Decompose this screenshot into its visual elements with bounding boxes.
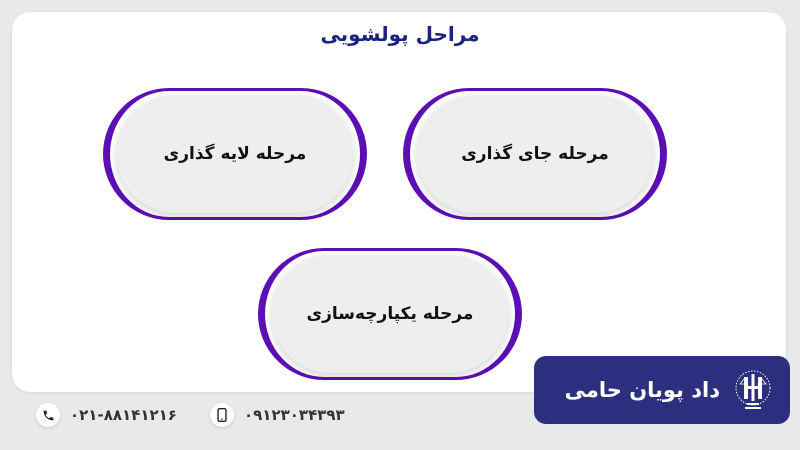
brand-name: داد پویان حامی	[564, 378, 720, 402]
phone-icon	[36, 403, 60, 427]
footer-mobile: ۰۹۱۲۳۰۳۴۳۹۳	[210, 402, 345, 428]
landline-number: ۰۲۱-۸۸۱۴۱۲۱۶	[70, 406, 177, 424]
mobile-number: ۰۹۱۲۳۰۳۴۳۹۳	[244, 406, 345, 424]
stage-integration: مرحله یکپارچه‌سازی	[258, 248, 522, 380]
scales-logo-icon	[734, 367, 772, 413]
stage-body: مرحله لایه گذاری	[117, 95, 353, 213]
stage-label: مرحله یکپارچه‌سازی	[306, 304, 474, 324]
stage-layering: مرحله لایه گذاری	[103, 88, 367, 220]
stage-body: مرحله جای گذاری	[417, 95, 653, 213]
footer-landline: ۰۲۱-۸۸۱۴۱۲۱۶	[36, 402, 177, 428]
stage-ring	[103, 88, 367, 220]
stage-label: مرحله جای گذاری	[461, 144, 609, 164]
brand-badge: داد پویان حامی	[534, 356, 790, 424]
stage-ring	[258, 248, 522, 380]
stage-body: مرحله یکپارچه‌سازی	[272, 255, 508, 373]
mobile-icon	[210, 403, 234, 427]
stage-label: مرحله لایه گذاری	[163, 144, 307, 164]
stage-ring	[403, 88, 667, 220]
stage-placement: مرحله جای گذاری	[403, 88, 667, 220]
page-title: مراحل پولشویی	[320, 22, 480, 46]
